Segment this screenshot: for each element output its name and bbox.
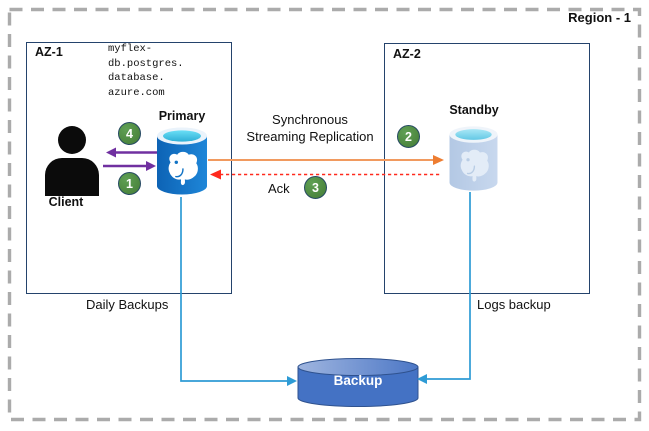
- replication-label-line2: Streaming Replication: [246, 128, 374, 144]
- backup-label: Backup: [333, 373, 383, 388]
- standby-postgres-icon: [449, 126, 498, 191]
- client-body-shape: [45, 158, 99, 196]
- standby-label: Standby: [449, 103, 499, 117]
- daily-backups-label: Daily Backups: [86, 297, 169, 312]
- region-label: Region - 1: [568, 10, 631, 25]
- hostname-line: azure.com: [108, 86, 165, 99]
- primary-postgres-icon: [157, 127, 207, 195]
- az1-label: AZ-1: [35, 45, 63, 59]
- primary-hostname: myflex- db.postgres. database. azure.com: [108, 42, 184, 100]
- step-badge-4: 4: [118, 122, 141, 145]
- step-badge-2: 2: [397, 125, 420, 148]
- step-badge-3: 3: [304, 176, 327, 199]
- az2-label: AZ-2: [393, 47, 421, 61]
- step-badge-1: 1: [118, 172, 141, 195]
- client-label: Client: [48, 195, 84, 209]
- ack-label: Ack: [268, 181, 290, 196]
- hostname-line: database.: [108, 72, 165, 84]
- primary-label: Primary: [158, 109, 206, 123]
- hostname-line: db.postgres.: [108, 57, 184, 70]
- replication-label-line1: Synchronous: [272, 112, 348, 127]
- client-head-shape: [58, 126, 86, 154]
- hostname-line: myflex-: [108, 43, 153, 55]
- primary-backup-arrowhead: [287, 376, 297, 386]
- client-icon: [45, 126, 99, 196]
- logs-backup-label: Logs backup: [477, 297, 551, 312]
- replication-label: Synchronous Streaming Replication: [229, 112, 391, 145]
- primary-cylinder-top: [163, 130, 201, 142]
- standby-cylinder-top: [455, 129, 492, 140]
